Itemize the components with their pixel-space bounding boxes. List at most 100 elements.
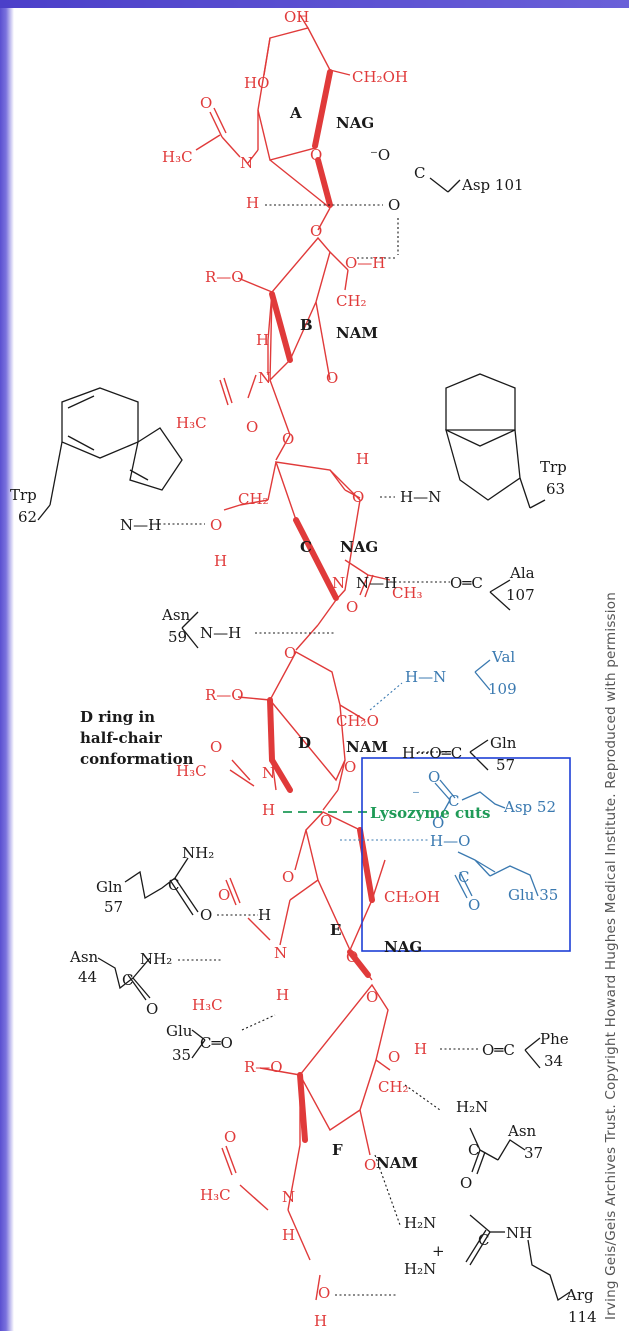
label-o-ring-e: O <box>346 948 358 966</box>
glu35-c: C <box>458 868 469 886</box>
label-o-h-b: O—H <box>345 254 385 272</box>
label-o-c6: O <box>210 516 222 534</box>
blue-residue-labels: H—N Val 109 O ⁻ C O Asp 52 H—O C O Glu 3… <box>405 648 558 914</box>
label-h3-c: H <box>356 450 369 468</box>
sugar-text-labels: OH HO CH₂OH O H₃C N H O O R—O CH₂ O—H H … <box>162 8 440 1330</box>
asn37-num: 37 <box>524 1144 543 1162</box>
label-o-carbonyl-d: O <box>210 738 222 756</box>
gln57b-c: C <box>168 876 179 894</box>
label-o-carbonyl-a: O <box>200 94 212 112</box>
arg114-plus: + <box>432 1242 445 1260</box>
asn44-o: O <box>146 1000 158 1018</box>
ala107-co: O═C <box>450 574 483 592</box>
arg114-h2n: H₂N <box>404 1214 436 1232</box>
gln57b-nh2: NH₂ <box>182 844 214 862</box>
asp52-c: C <box>448 792 459 810</box>
trp62-name: Trp <box>10 486 37 504</box>
label-ch2oh-e: CH₂OH <box>384 888 440 906</box>
ring-sugar-b: NAM <box>336 324 378 342</box>
val109-num: 109 <box>488 680 517 698</box>
label-h-f: H <box>282 1226 295 1244</box>
asn37-c: C <box>468 1141 479 1159</box>
label-h-d: H <box>262 801 275 819</box>
label-ch2-c: CH₂ <box>238 490 269 508</box>
d-ring-annotation: D ring in half-chair conformation <box>80 708 194 768</box>
glu35b-co: C═O <box>200 1034 233 1052</box>
gln57b-h: H <box>258 906 271 924</box>
label-r-o-d: R—O <box>205 686 244 704</box>
label-ch2o-d: CH₂O <box>336 712 379 730</box>
gln57b-o: O <box>200 906 212 924</box>
ring-sugar-d: NAM <box>346 738 388 756</box>
ring-letter-d: D <box>298 734 311 752</box>
residue-labels: ⁻O C O Asp 101 Trp 62 N—H Trp 63 H—N N—H… <box>10 146 597 1326</box>
label-o-link-bc: O <box>282 430 294 448</box>
label-n-e: N <box>274 944 287 962</box>
ring-letter-b: B <box>300 316 313 334</box>
asn59-nh: N—H <box>200 624 241 642</box>
label-o-carbonyl-e: O <box>218 886 230 904</box>
asp101-c: C <box>414 164 425 182</box>
arg114-name: Arg <box>565 1286 594 1304</box>
val109-name: Val <box>491 648 515 666</box>
label-o3-c: O <box>352 488 364 506</box>
glu35b-name: Glu <box>166 1022 193 1040</box>
ala107-num: 107 <box>506 586 535 604</box>
glu35-ho: H—O <box>430 832 470 850</box>
label-o-link-de: O <box>320 812 332 830</box>
label-o-ring-a: O <box>310 146 322 164</box>
d-ring-note-line1: D ring in <box>80 708 155 726</box>
gln57b-num: 57 <box>104 898 123 916</box>
label-o-carbonyl-f: O <box>224 1128 236 1146</box>
ring-sugar-f: NAM <box>376 1154 418 1172</box>
trp63-hn: H—N <box>400 488 441 506</box>
trp62-nh: N—H <box>120 516 161 534</box>
ring-letter-c: C <box>300 538 312 556</box>
arg114-h2n-plus: H₂N <box>404 1260 436 1278</box>
label-n-a: N <box>240 154 253 172</box>
asp101-o-minus: ⁻O <box>370 146 390 164</box>
glu35b-num: 35 <box>172 1046 191 1064</box>
label-h-b: H <box>256 331 269 349</box>
label-h-e: H <box>276 986 289 1004</box>
label-h-c6: H <box>214 552 227 570</box>
label-o-carbonyl-c: O <box>346 598 358 616</box>
asn37-h2n: H₂N <box>456 1098 488 1116</box>
phe34-name: Phe <box>540 1030 569 1048</box>
asn37-name: Asn <box>507 1122 537 1140</box>
top-accent-bar <box>0 0 629 8</box>
glu35-name: Glu 35 <box>508 886 558 904</box>
label-h-a: H <box>246 194 259 212</box>
blue-residue-bonds <box>434 659 539 899</box>
label-o-ring-f: O <box>364 1156 376 1174</box>
residue-bonds <box>37 177 571 1302</box>
label-o-link-ab: O <box>310 222 322 240</box>
label-h6-f: H <box>414 1040 427 1058</box>
arg114-num: 114 <box>568 1308 597 1326</box>
gln57-name: Gln <box>490 734 517 752</box>
asn44-num: 44 <box>78 968 97 986</box>
gln57b-name: Gln <box>96 878 123 896</box>
label-h1-f: H <box>314 1312 327 1330</box>
label-h3c-b: H₃C <box>176 414 207 432</box>
label-o6-f: O <box>388 1048 400 1066</box>
label-o3-e: O <box>282 868 294 886</box>
asp52-o2: O <box>432 814 444 832</box>
asp101-name: Asp 101 <box>461 176 524 194</box>
asn59-name: Asn <box>161 606 191 624</box>
ring-letter-f: F <box>332 1141 343 1159</box>
label-o1-f: O <box>318 1284 330 1302</box>
label-ch3-c: CH₃ <box>392 584 423 602</box>
active-site-highlight-box <box>361 757 571 952</box>
label-h3c-d: H₃C <box>176 762 207 780</box>
label-n-c: N <box>332 574 345 592</box>
asn44-name: Asn <box>69 948 99 966</box>
asn44-nh2: NH₂ <box>140 950 172 968</box>
ring-identifiers: A NAG B NAM C NAG D NAM E NAG F NAM <box>289 104 422 1172</box>
ring-letter-a: A <box>289 104 302 122</box>
ring-sugar-a: NAG <box>336 114 374 132</box>
nh-c: N—H <box>356 574 397 592</box>
asp52-o-minus: ⁻ <box>412 786 420 804</box>
phe34-num: 34 <box>544 1052 563 1070</box>
